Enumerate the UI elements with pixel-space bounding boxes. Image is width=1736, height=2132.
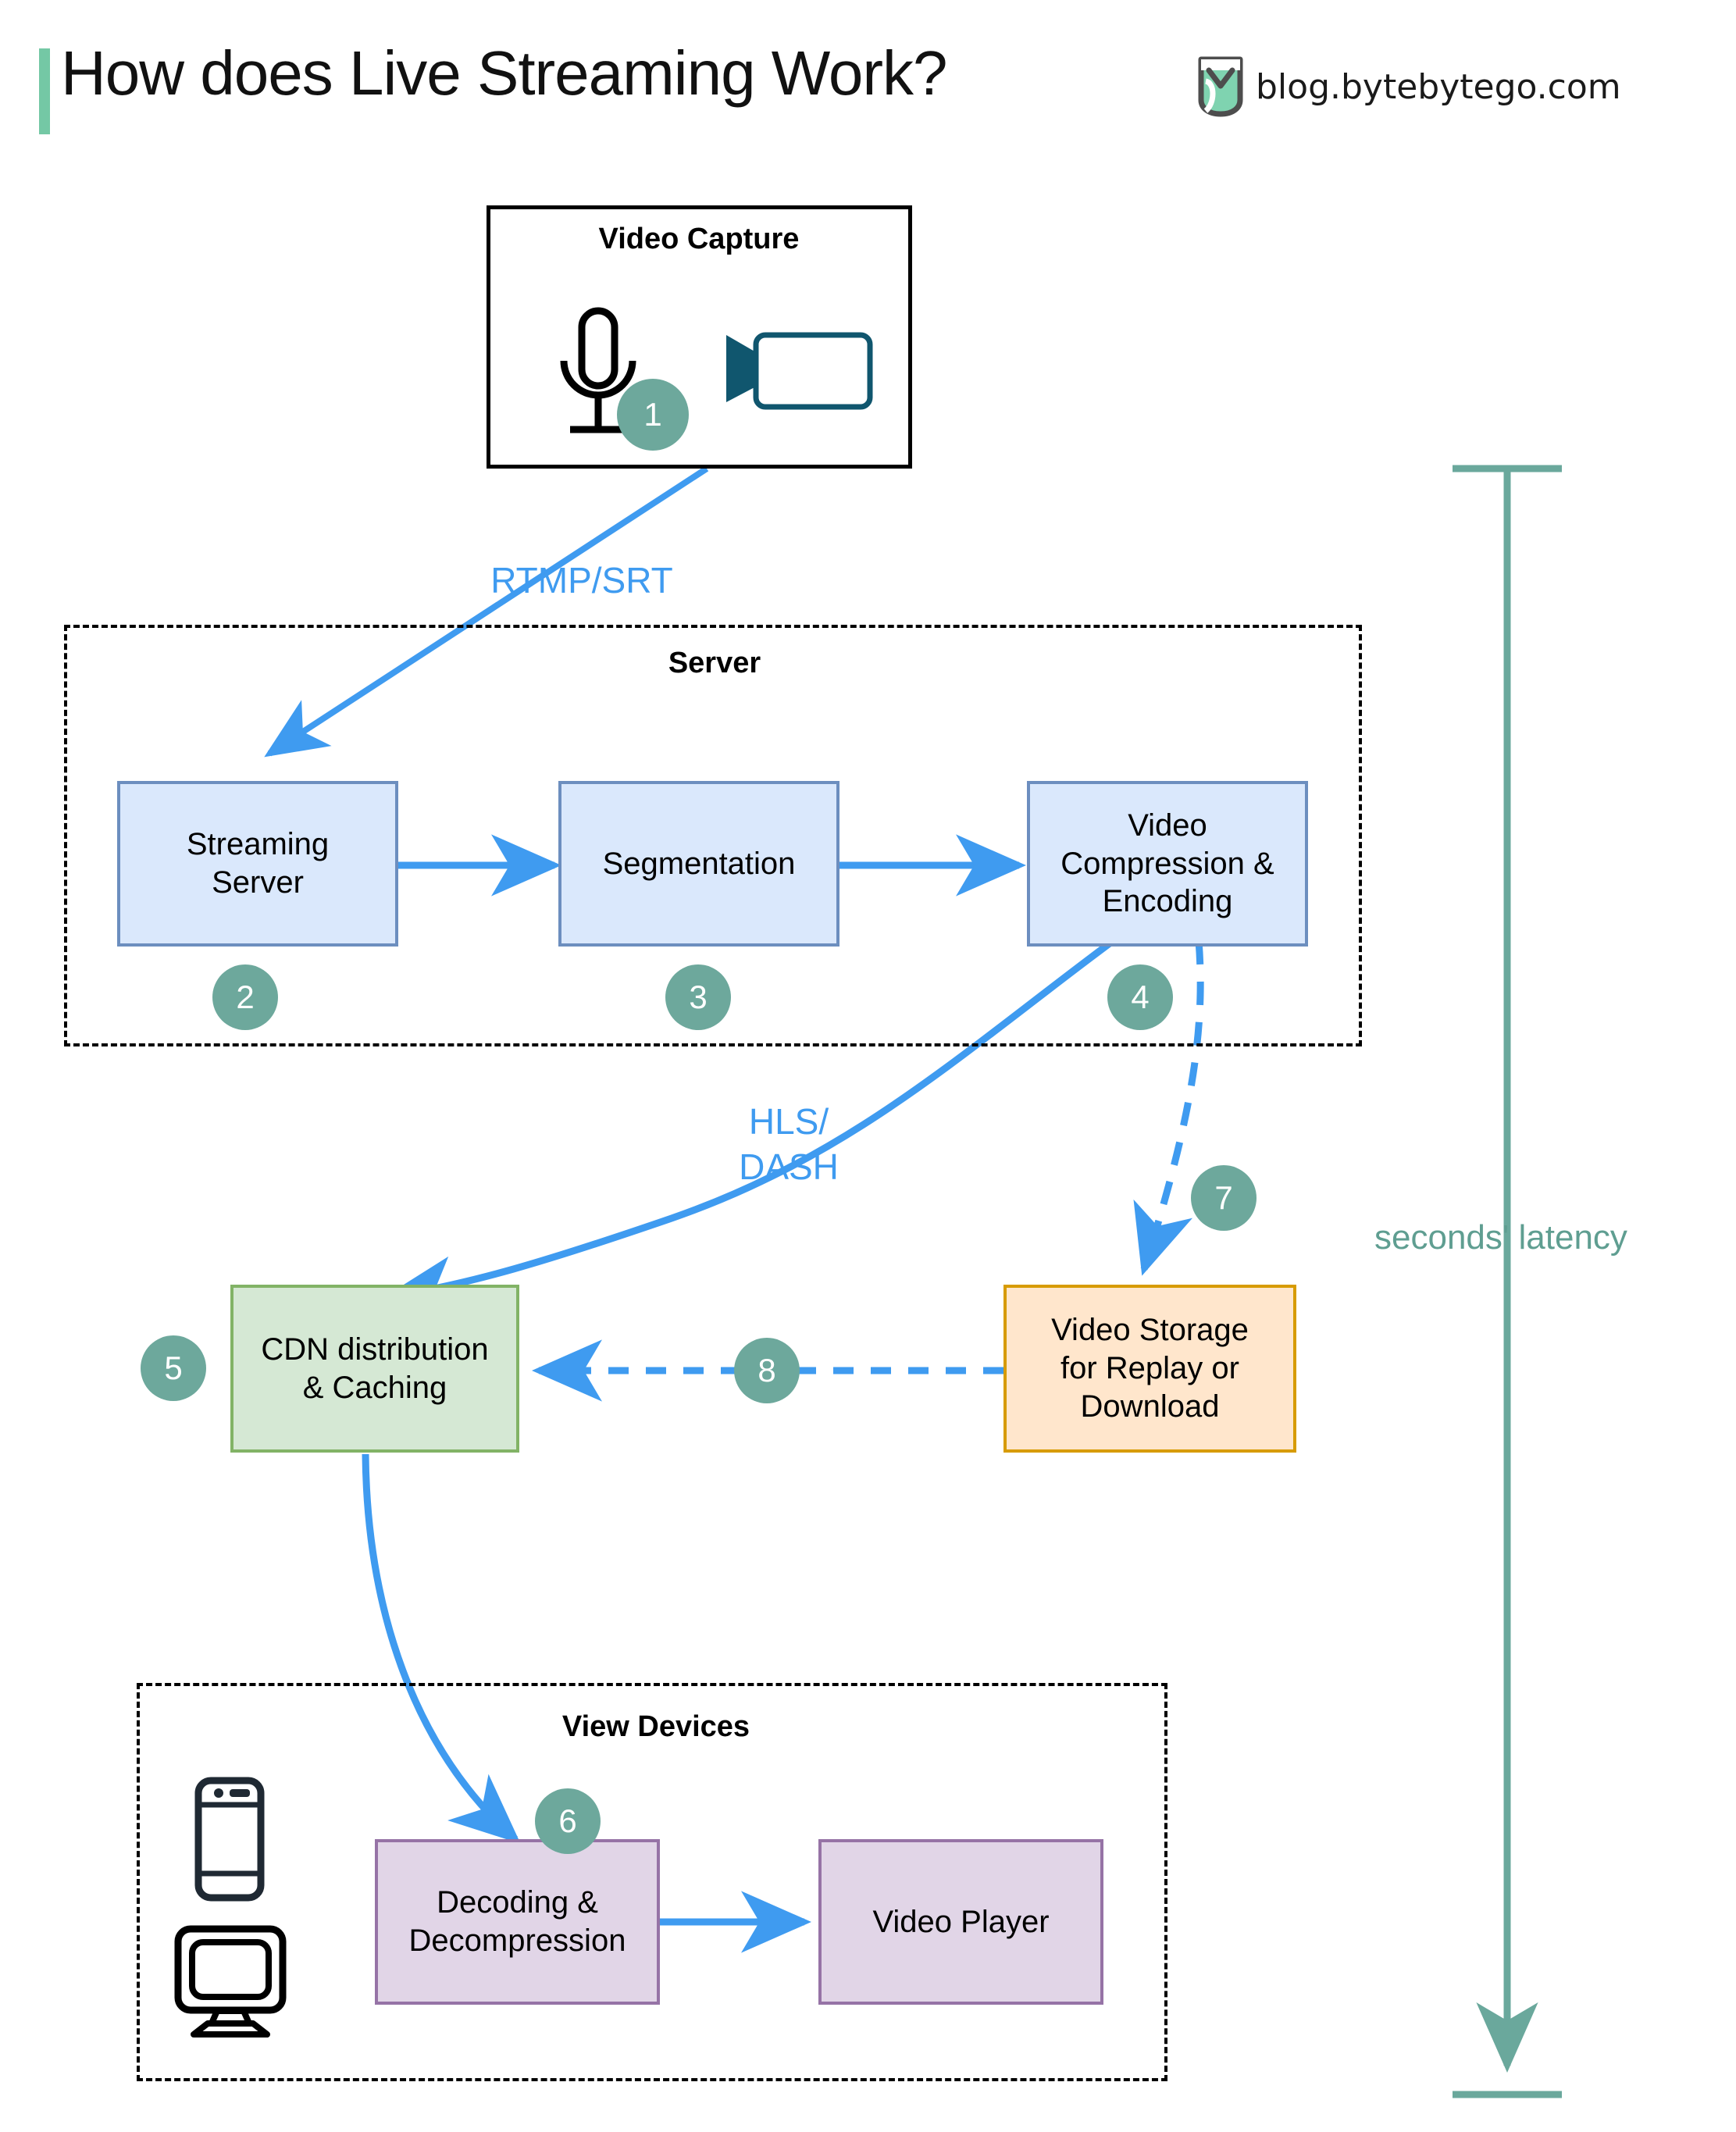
page-title: How does Live Streaming Work? — [61, 38, 947, 108]
server-title: Server — [668, 647, 761, 679]
node-video-compression[interactable]: Video Compression & Encoding — [1027, 781, 1308, 947]
video-capture-group — [487, 205, 912, 469]
step-badge-2: 2 — [212, 964, 278, 1030]
step-badge-1: 1 — [617, 379, 689, 451]
view-devices-group — [137, 1683, 1167, 2081]
step-badge-7: 7 — [1191, 1165, 1257, 1231]
edge-label-hls-dash: HLS/ DASH — [739, 1101, 839, 1187]
title-accent-bar — [39, 48, 50, 134]
brand-watermark: blog.bytebytego.com — [1195, 55, 1621, 119]
server-group — [64, 625, 1362, 1046]
step-badge-8: 8 — [734, 1338, 800, 1403]
view-devices-title: View Devices — [561, 1710, 750, 1743]
brand-text: blog.bytebytego.com — [1256, 66, 1621, 107]
node-cdn-distribution[interactable]: CDN distribution & Caching — [230, 1285, 519, 1453]
latency-label: seconds' latency — [1374, 1218, 1627, 1257]
video-camera-icon — [726, 332, 873, 410]
step-badge-3: 3 — [665, 964, 731, 1030]
bytebytego-logo-icon — [1198, 56, 1243, 117]
mobile-phone-icon — [194, 1777, 265, 1902]
node-streaming-server[interactable]: Streaming Server — [117, 781, 398, 947]
desktop-monitor-icon — [174, 1925, 287, 2038]
node-decoding-decompression[interactable]: Decoding & Decompression — [375, 1839, 660, 2005]
video-capture-title: Video Capture — [598, 223, 800, 255]
edge-label-rtmp-srt: RTMP/SRT — [490, 560, 673, 601]
step-badge-5: 5 — [141, 1335, 206, 1401]
microphone-icon — [560, 307, 636, 433]
node-video-player[interactable]: Video Player — [818, 1839, 1103, 2005]
node-segmentation[interactable]: Segmentation — [558, 781, 839, 947]
page-header: How does Live Streaming Work? blog.byteb… — [0, 0, 1736, 148]
step-badge-4: 4 — [1107, 964, 1173, 1030]
step-badge-6: 6 — [535, 1788, 601, 1854]
node-video-storage[interactable]: Video Storage for Replay or Download — [1003, 1285, 1296, 1453]
